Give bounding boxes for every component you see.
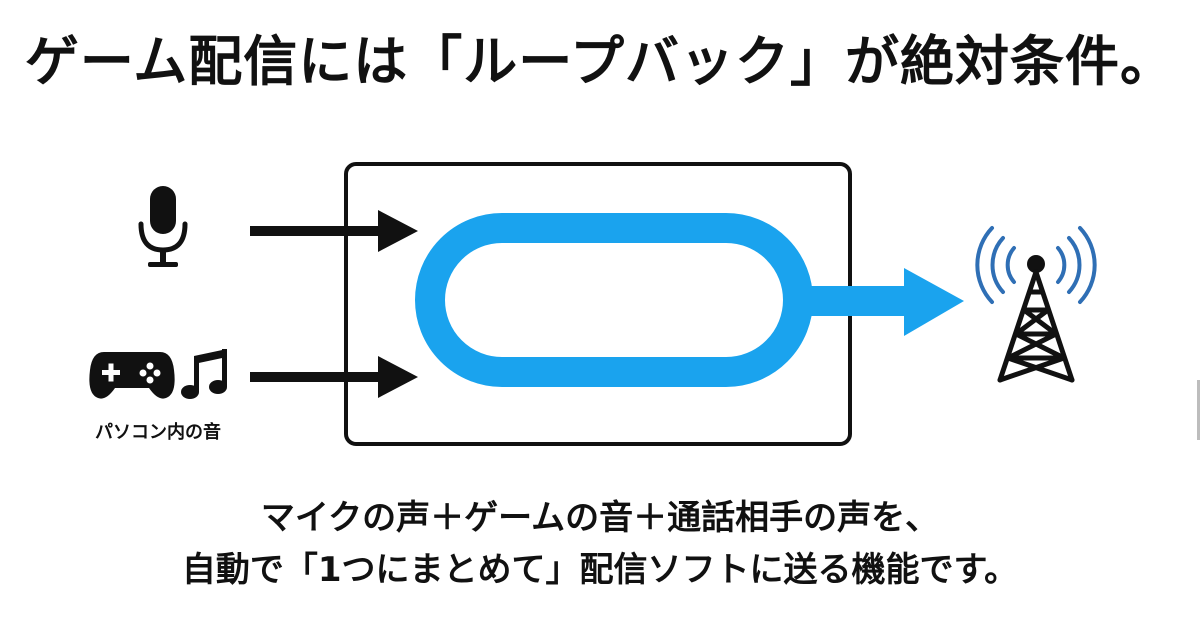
gamepad-icon [89,352,175,399]
pc-audio-label: パソコン内の音 [95,421,221,443]
scrollbar[interactable] [1197,380,1200,440]
caption-line-1: マイクの声＋ゲームの音＋通話相手の声を、 [260,498,940,538]
broadcast-tower-icon [975,226,1097,383]
caption-line-2: 自動で「1つにまとめて」配信ソフトに送る機能です。 [181,550,1019,590]
page-title: ゲーム配信には「ループバック」が絶対条件。 [24,30,1176,93]
loopback-loop [415,213,813,387]
microphone-icon [138,186,188,267]
pc-audio-input-arrow [250,356,418,398]
mic-input-arrow [250,210,418,252]
caption: マイクの声＋ゲームの音＋通話相手の声を、 自動で「1つにまとめて」配信ソフトに送… [0,492,1200,596]
music-note-icon [181,349,227,399]
output-arrow [796,268,964,336]
